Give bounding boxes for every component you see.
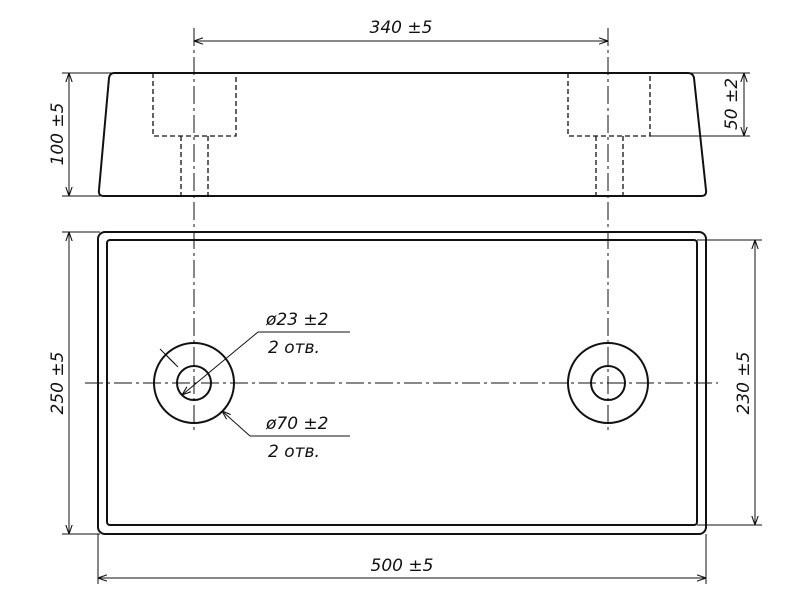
center-lines — [85, 28, 718, 430]
left-counterbore-hidden — [152, 73, 237, 137]
hole-spacing-label: 340 ±5 — [370, 18, 433, 38]
overall-length-label: 500 ±5 — [371, 556, 434, 576]
counterbore-depth-label: 50 ±2 — [722, 78, 742, 130]
large-hole-diameter-tick — [165, 354, 179, 368]
dimension-labels: 340 ±5 100 ±5 50 ±2 250 ±5 230 ±5 500 ±5… — [48, 18, 754, 576]
small-hole-diameter-label: ø23 ±2 — [265, 310, 329, 330]
left-through-hole-hidden — [180, 136, 209, 196]
right-through-hole-hidden — [595, 136, 624, 196]
leaders — [159, 331, 350, 437]
small-hole-leader — [182, 331, 259, 395]
total-height-label: 100 ±5 — [48, 103, 68, 166]
large-hole-leader — [222, 411, 251, 437]
side-view-outline — [97, 72, 708, 197]
small-hole-count-label: 2 отв. — [268, 338, 320, 358]
dimension-lines — [62, 41, 762, 584]
overall-width-label: 250 ±5 — [48, 352, 68, 415]
large-hole-diameter-label: ø70 ±2 — [265, 414, 329, 434]
large-hole-count-label: 2 отв. — [268, 442, 320, 462]
right-counterbore-hidden — [567, 73, 651, 137]
inner-width-label: 230 ±5 — [734, 352, 754, 415]
side-view — [97, 72, 708, 197]
